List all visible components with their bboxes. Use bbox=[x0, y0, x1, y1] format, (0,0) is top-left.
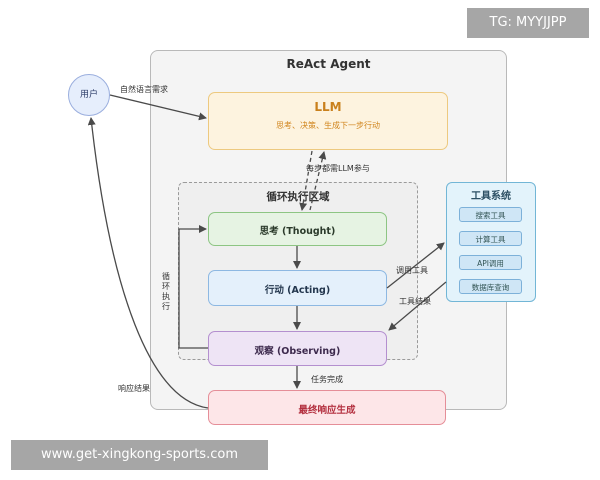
observing-label: 观察 (Observing) bbox=[254, 346, 341, 357]
thought-node bbox=[208, 212, 387, 246]
edge-label-response: 响应结果 bbox=[118, 384, 150, 393]
tool-item-database-label: 数据库查询 bbox=[471, 283, 510, 292]
llm-node bbox=[208, 92, 448, 150]
edge-label-tool-result: 工具结果 bbox=[399, 297, 431, 306]
edge-label-call-tool: 调用工具 bbox=[396, 266, 428, 275]
edge-label-request: 自然语言需求 bbox=[120, 85, 168, 94]
edge-tools-to-observing bbox=[388, 281, 447, 331]
edge-label-llm-each-step: 每步都需LLM参与 bbox=[306, 164, 370, 173]
tool-item-api bbox=[459, 255, 522, 270]
agent-title: ReAct Agent bbox=[286, 57, 371, 71]
site-watermark-text: www.get-xingkong-sports.com bbox=[41, 447, 238, 462]
tool-item-calculator bbox=[459, 231, 522, 246]
tool-item-search bbox=[459, 207, 522, 222]
observing-node bbox=[208, 331, 387, 366]
edge-acting-to-tools bbox=[386, 242, 445, 289]
edge-loop-back bbox=[178, 225, 208, 349]
tg-watermark-text: TG: MYYJJPP bbox=[489, 15, 567, 30]
final-response-node bbox=[208, 390, 446, 425]
tool-item-database bbox=[459, 279, 522, 294]
llm-title: LLM bbox=[314, 100, 342, 114]
tool-item-calculator-label: 计算工具 bbox=[475, 235, 506, 244]
thought-label: 思考 (Thought) bbox=[259, 226, 336, 237]
edge-llm-to-thought bbox=[299, 150, 313, 211]
user-label: 用户 bbox=[79, 90, 98, 100]
edge-user-to-llm bbox=[109, 94, 207, 121]
llm-description: 思考、决策、生成下一步行动 bbox=[276, 121, 380, 130]
final-response-label: 最终响应生成 bbox=[298, 405, 356, 416]
acting-node bbox=[208, 270, 387, 306]
site-watermark-badge bbox=[11, 440, 268, 470]
edge-label-loop: 循环执行 bbox=[162, 272, 170, 311]
edge-label-task-done: 任务完成 bbox=[311, 375, 343, 384]
user-node bbox=[68, 74, 110, 116]
edge-thought-to-llm bbox=[309, 151, 327, 211]
tool-system-title: 工具系统 bbox=[471, 191, 511, 202]
acting-label: 行动 (Acting) bbox=[264, 285, 331, 296]
tool-item-api-label: API调用 bbox=[477, 259, 504, 268]
tg-watermark-badge bbox=[467, 8, 589, 38]
edge-final-to-user bbox=[87, 117, 209, 409]
tool-item-search-label: 搜索工具 bbox=[475, 211, 506, 220]
